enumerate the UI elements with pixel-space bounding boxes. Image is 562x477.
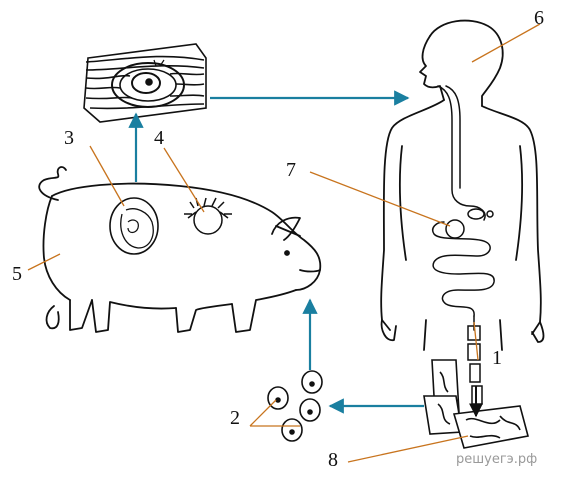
adult-worm-scolex — [446, 209, 493, 238]
human-definitive-host — [381, 21, 543, 350]
label-7-scolex: 7 — [286, 160, 296, 180]
eggs — [268, 371, 322, 441]
label-8-proglottid: 8 — [328, 450, 338, 470]
label-6-human: 6 — [534, 8, 544, 28]
pig-intermediate-host — [39, 167, 320, 332]
cycle-arrows — [136, 98, 424, 406]
label-1-strobila: 1 — [492, 348, 502, 368]
oncosphere-in-pig — [184, 198, 232, 234]
label-3-finna: 3 — [64, 128, 74, 148]
watermark: решуегэ.рф — [456, 452, 537, 467]
finna-in-pig — [110, 198, 158, 254]
muscle-tissue-with-cyst — [84, 44, 206, 122]
label-5-pig: 5 — [12, 264, 22, 284]
label-4-oncosphere: 4 — [154, 128, 164, 148]
label-2-eggs: 2 — [230, 408, 240, 428]
digestive-tract — [433, 86, 494, 404]
leader-lines — [28, 24, 540, 462]
